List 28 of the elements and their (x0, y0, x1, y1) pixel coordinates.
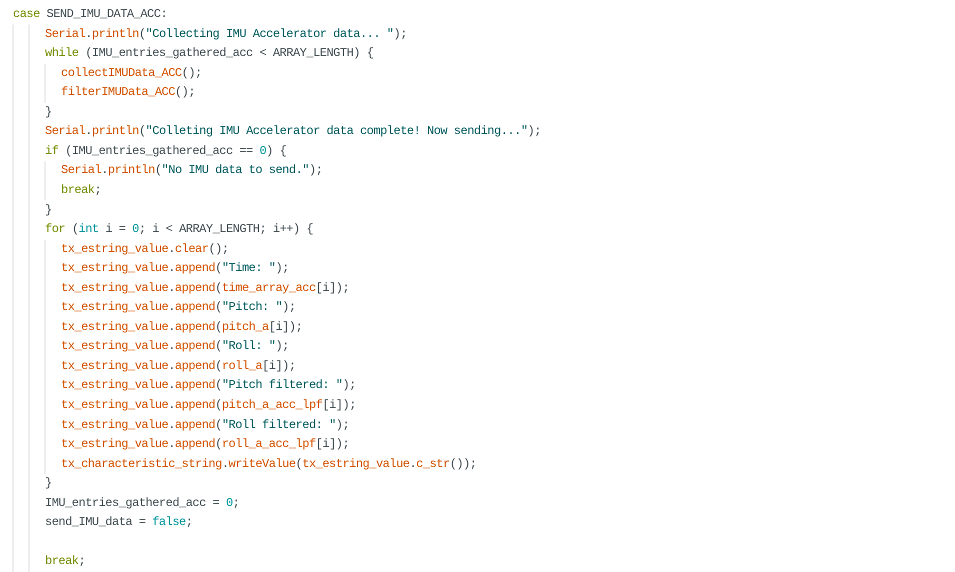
code-line: tx_estring_value.append(pitch_a_acc_lpf[i]); (61, 397, 356, 413)
code-line: tx_estring_value.append(roll_a[i]); (61, 358, 296, 374)
code-line: } (45, 202, 52, 218)
code-line: send_IMU_data = false; (45, 514, 192, 530)
code-line: Serial.println("Collecting IMU Accelerator data... "); (45, 26, 407, 42)
code-line: tx_estring_value.append("Pitch filtered: "); (61, 377, 356, 394)
code-line: tx_estring_value.append("Pitch: "); (61, 299, 296, 316)
code-line: case SEND_IMU_DATA_ACC: (13, 6, 168, 22)
code-line: tx_estring_value.append(pitch_a[i]); (61, 318, 302, 335)
code-line: break; (61, 182, 102, 198)
code-line: tx_estring_value.clear(); (61, 240, 229, 257)
code-line: while (IMU_entries_gathered_acc < ARRAY_LENGTH) { (45, 45, 374, 62)
code-line: for (int i = 0; i < ARRAY_LENGTH; i++) { (45, 221, 314, 238)
code-line: IMU_entries_gathered_acc = 0; (45, 494, 240, 511)
code-line: } (45, 104, 52, 120)
code-line: tx_characteristic_string.writeValue(tx_estring_value.c_str()); (61, 456, 476, 472)
code-line: filterIMUData_ACC(); (61, 84, 196, 100)
code-line: tx_estring_value.append(roll_a_acc_lpf[i]); (61, 436, 350, 452)
code-line: tx_estring_value.append(time_array_acc[i]); (61, 280, 350, 296)
code-line: if (IMU_entries_gathered_acc == 0) { (45, 142, 286, 159)
code-line: Serial.println("Colleting IMU Accelerator data complete! Now sending..."); (45, 123, 541, 140)
code-line: tx_estring_value.append("Time: "); (61, 260, 289, 276)
code-line: tx_estring_value.append("Roll filtered: "); (61, 416, 350, 433)
code-line: break; (45, 553, 86, 570)
code-line: Serial.println("No IMU data to send."); (61, 162, 322, 178)
code-line: } (45, 475, 52, 492)
code-line: collectIMUData_ACC(); (61, 64, 202, 81)
code-line: tx_estring_value.append("Roll: "); (61, 338, 289, 354)
